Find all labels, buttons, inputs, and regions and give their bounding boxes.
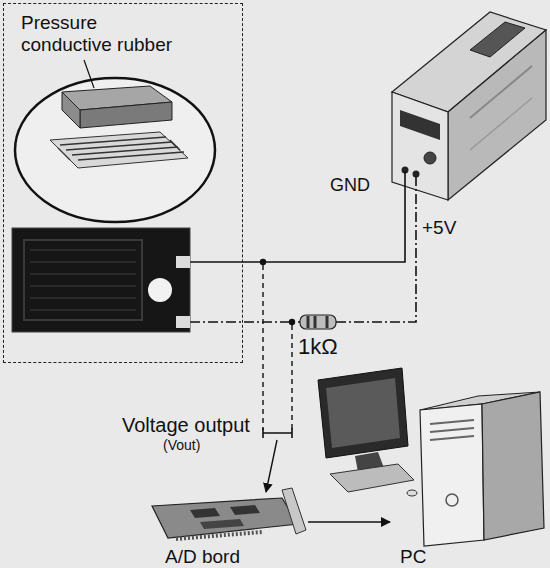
ad-board-illustration <box>200 519 244 529</box>
output-label: Voltage output <box>122 414 250 436</box>
junction-dot <box>260 259 295 325</box>
output-tap <box>266 440 277 492</box>
sensor-illustration <box>62 92 80 128</box>
sensor-illustration <box>12 228 190 332</box>
power-supply <box>470 66 532 118</box>
resistor-symbol <box>300 315 336 329</box>
sensor-unit-box: Pressure conductive rubber <box>3 3 243 363</box>
sensor-illustration <box>24 240 142 320</box>
ad-board-illustration <box>282 488 306 534</box>
power-supply <box>400 110 440 140</box>
power-supply <box>470 98 532 150</box>
pc-illustration <box>430 420 474 440</box>
wire <box>336 175 416 322</box>
resistor-symbol <box>326 316 329 328</box>
sensor-illustration <box>12 60 215 332</box>
node-text: Pressure conductive rubber <box>21 12 183 56</box>
power-supply <box>392 12 546 200</box>
wire <box>188 171 416 322</box>
output-tap <box>263 428 292 438</box>
sensor-illustration <box>30 250 136 310</box>
resistor-symbol <box>314 316 317 328</box>
pc: PC <box>390 372 546 568</box>
ad-board-illustration <box>230 505 260 515</box>
pc-illustration <box>407 490 417 496</box>
flow-arrow <box>308 521 390 523</box>
pc-illustration <box>420 404 484 546</box>
ground-label: GND <box>330 176 370 196</box>
ad-board-illustration <box>176 532 262 539</box>
power-supply <box>392 92 448 200</box>
power-supply <box>470 22 525 57</box>
pc-illustration <box>330 464 414 492</box>
power-supply <box>424 152 436 164</box>
output-tap <box>263 265 292 492</box>
pc-illustration <box>326 378 400 448</box>
sensor-illustration <box>50 132 188 168</box>
ad-board-illustration <box>152 488 306 539</box>
sensor-illustration <box>58 140 180 160</box>
sensor-illustration <box>84 60 94 88</box>
wire <box>190 321 300 323</box>
resistor-symbol <box>300 315 336 329</box>
sensor-illustration <box>15 78 215 222</box>
output-tap <box>291 325 292 430</box>
ad-board-illustration <box>152 498 298 538</box>
junction-dot <box>260 259 266 265</box>
sensor-illustration <box>176 256 190 268</box>
pc-illustration <box>318 368 544 546</box>
node-text: PC <box>400 546 426 568</box>
resistor-value: 1kΩ <box>298 335 338 359</box>
pc-illustration <box>446 494 458 506</box>
pc-illustration <box>318 368 408 458</box>
pc-illustration <box>482 392 544 540</box>
ad-board-illustration <box>190 508 220 518</box>
sensor-illustration <box>80 102 172 128</box>
sensor-illustration <box>148 278 172 302</box>
sensor-illustration <box>176 316 190 328</box>
node-text: A/D bord <box>165 546 240 568</box>
output-tap <box>262 265 263 430</box>
power-supply <box>448 30 546 200</box>
wire <box>188 171 405 262</box>
voltage-label: +5V <box>422 218 456 239</box>
signal-name: (Vout) <box>163 438 200 453</box>
junction-dot <box>289 319 295 325</box>
resistor-symbol <box>307 316 310 328</box>
ad-board: A/D bord <box>148 496 308 568</box>
sensor-illustration <box>60 137 184 160</box>
